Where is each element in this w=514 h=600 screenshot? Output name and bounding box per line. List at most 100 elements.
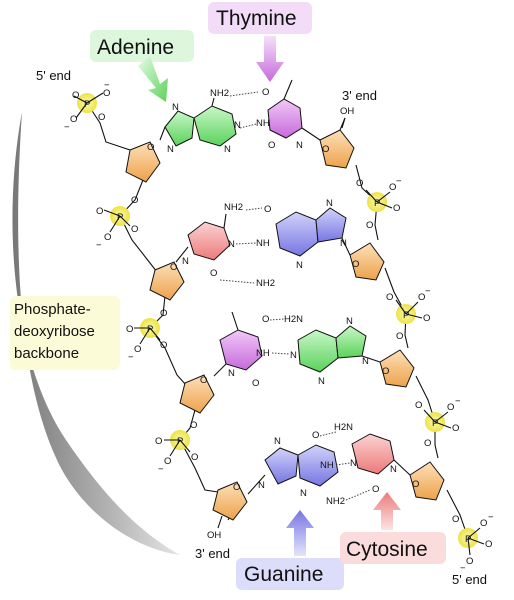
svg-text:N: N bbox=[172, 102, 179, 113]
svg-text:O: O bbox=[126, 324, 133, 335]
backbone-label-line3: backbone bbox=[14, 345, 79, 362]
sugar-left-2: O bbox=[149, 261, 185, 301]
guanine-callout: Guanine bbox=[236, 510, 344, 590]
thymine-base-3: O NH N O bbox=[213, 311, 270, 389]
svg-text:N: N bbox=[350, 458, 357, 469]
svg-text:N: N bbox=[326, 198, 333, 209]
svg-text:NH2: NH2 bbox=[210, 88, 229, 99]
phosphate-right-2: P O O − O O bbox=[386, 286, 431, 342]
svg-text:H2N: H2N bbox=[334, 422, 353, 433]
cytosine-label-bg bbox=[340, 532, 446, 564]
adenine-base-1: N N N N NH2 bbox=[159, 88, 241, 155]
svg-text:P: P bbox=[84, 99, 90, 110]
svg-text:O: O bbox=[389, 182, 396, 193]
guanine-label-bg bbox=[236, 558, 344, 590]
svg-text:O: O bbox=[164, 456, 171, 467]
svg-text:N: N bbox=[167, 144, 174, 155]
svg-text:O: O bbox=[98, 112, 105, 123]
cytosine-base-2: N N O NH2 bbox=[175, 202, 243, 279]
svg-text:O: O bbox=[480, 518, 487, 529]
three-prime-end-bottom: 3' end bbox=[195, 546, 230, 561]
svg-text:O: O bbox=[366, 220, 373, 231]
svg-text:O: O bbox=[352, 259, 359, 270]
svg-text:O: O bbox=[210, 268, 217, 279]
cytosine-label: Cytosine bbox=[346, 538, 428, 561]
svg-text:O: O bbox=[262, 314, 269, 325]
svg-text:O: O bbox=[233, 482, 240, 493]
svg-text:−: − bbox=[460, 563, 466, 574]
svg-text:N: N bbox=[228, 368, 235, 379]
svg-text:N: N bbox=[346, 316, 353, 327]
svg-text:O: O bbox=[72, 90, 79, 101]
svg-text:O: O bbox=[170, 262, 177, 273]
svg-text:O: O bbox=[252, 378, 259, 389]
svg-text:N: N bbox=[228, 239, 235, 250]
svg-text:N: N bbox=[234, 120, 241, 131]
cytosine-callout: Cytosine bbox=[340, 492, 446, 564]
sugar-right-1: O OH bbox=[319, 106, 355, 169]
five-prime-end-top: 5' end bbox=[36, 68, 71, 83]
svg-text:O: O bbox=[312, 430, 319, 441]
svg-text:O: O bbox=[191, 452, 198, 463]
phosphate-left-4: P O O − O O bbox=[155, 420, 198, 475]
svg-text:O: O bbox=[452, 423, 459, 434]
guanine-base-2: O NH N N N NH2 bbox=[256, 198, 351, 289]
svg-text:N: N bbox=[290, 350, 297, 361]
svg-text:N: N bbox=[390, 464, 397, 475]
svg-text:O: O bbox=[485, 539, 492, 550]
svg-text:O: O bbox=[96, 206, 103, 217]
svg-text:O: O bbox=[356, 178, 363, 189]
svg-text:−: − bbox=[425, 286, 431, 297]
svg-text:O: O bbox=[268, 140, 275, 151]
svg-text:−: − bbox=[488, 512, 494, 523]
svg-text:−: − bbox=[158, 464, 164, 475]
svg-text:O: O bbox=[134, 344, 141, 355]
svg-text:O: O bbox=[447, 402, 454, 413]
guanine-base-4: N N N O NH NH2 bbox=[247, 430, 345, 507]
svg-text:O: O bbox=[382, 366, 389, 377]
svg-text:NH: NH bbox=[256, 348, 270, 359]
svg-text:−: − bbox=[64, 122, 70, 133]
thymine-callout: Thymine bbox=[208, 2, 312, 82]
svg-text:O: O bbox=[155, 436, 162, 447]
svg-text:O: O bbox=[70, 114, 77, 125]
three-prime-end-top: 3' end bbox=[342, 88, 377, 103]
svg-text:O: O bbox=[452, 514, 459, 525]
svg-text:O: O bbox=[415, 400, 422, 411]
thymine-arrow bbox=[256, 36, 284, 82]
svg-text:N: N bbox=[182, 256, 189, 267]
svg-text:NH2: NH2 bbox=[224, 202, 243, 213]
backbone-label-bg bbox=[10, 296, 120, 370]
backbone-label-line1: Phosphate- bbox=[14, 301, 91, 318]
cytosine-base-4: H2N N N O bbox=[334, 422, 411, 495]
sugar-left-1: O bbox=[125, 141, 161, 183]
svg-text:OH: OH bbox=[340, 106, 354, 117]
svg-text:P: P bbox=[432, 418, 438, 429]
backbone-callout: Phosphate- deoxyribose backbone bbox=[10, 296, 120, 370]
sugar-left-4: O OH bbox=[207, 481, 248, 541]
sugar-right-4: O bbox=[409, 461, 445, 501]
svg-text:−: − bbox=[96, 240, 102, 251]
thymine-label: Thymine bbox=[216, 7, 297, 30]
phosphate-right-3: P O O − O O bbox=[415, 396, 461, 449]
svg-text:O: O bbox=[412, 479, 419, 490]
svg-text:N: N bbox=[300, 488, 307, 499]
svg-text:O: O bbox=[131, 195, 138, 206]
adenine-arrow bbox=[138, 56, 168, 102]
guanine-arrow bbox=[286, 510, 314, 556]
phosphate-left-1: P O − O − O O bbox=[64, 80, 110, 133]
guanine-label: Guanine bbox=[244, 563, 323, 586]
svg-text:O: O bbox=[424, 438, 431, 449]
phosphate-right-4: P O O − O − O bbox=[452, 512, 494, 574]
svg-text:O: O bbox=[160, 308, 167, 319]
svg-text:O: O bbox=[262, 87, 269, 98]
svg-text:NH: NH bbox=[256, 238, 270, 249]
svg-text:O: O bbox=[104, 232, 111, 243]
backbone-band bbox=[12, 112, 181, 555]
svg-text:N: N bbox=[340, 238, 347, 249]
svg-text:O: O bbox=[466, 556, 473, 567]
svg-text:NH2: NH2 bbox=[256, 278, 275, 289]
cytosine-arrow bbox=[373, 492, 401, 530]
